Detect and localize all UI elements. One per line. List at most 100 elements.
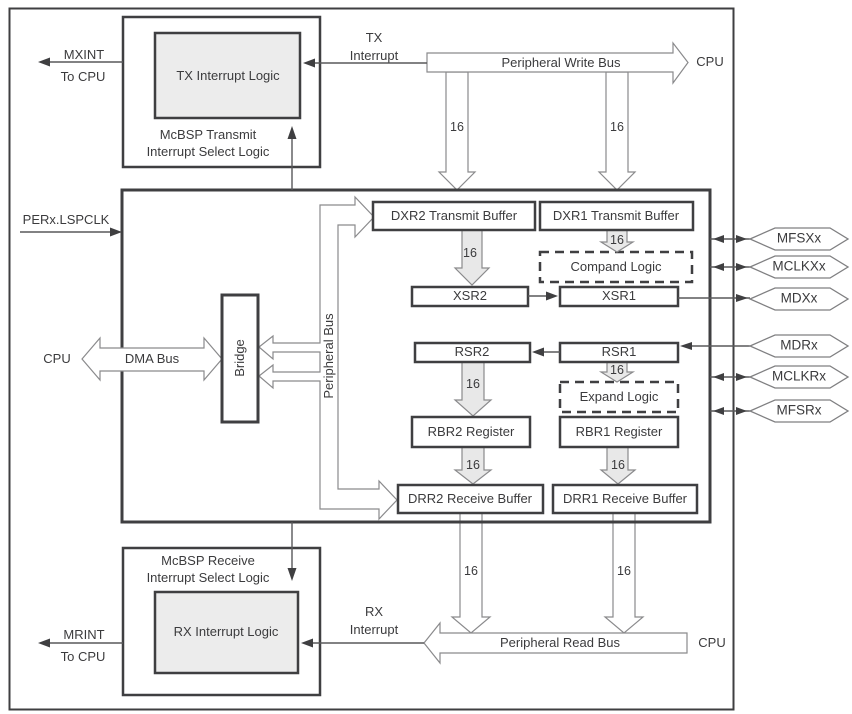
writebus-to-dxr2-arrow (437, 71, 477, 191)
rx-interrupt-arrowhead (301, 638, 313, 648)
cpu-label-bottom: CPU (698, 634, 726, 650)
rsr2-label: RSR2 (454, 343, 490, 359)
expand-logic-box (558, 380, 680, 414)
dxr1-to-compand-arrow (598, 229, 636, 253)
mfsr-pin-hexagon (748, 399, 850, 423)
peripheral-write-bus-shape (426, 41, 689, 85)
mclkx-pin-hexagon (748, 255, 850, 279)
bridge-box (220, 293, 260, 424)
perx-lspclk-arrowhead (110, 227, 122, 237)
mrint-dest-label: To CPU (60, 648, 106, 664)
drr1-to-readbus-arrow (603, 512, 645, 634)
rx-select-arrowhead (287, 568, 297, 581)
drr1-box (551, 483, 699, 515)
mfsx-pin-label: MFSXx (776, 230, 822, 246)
mxint-dest-label: To CPU (60, 68, 106, 84)
dxr2-label: DXR2 Transmit Buffer (390, 207, 518, 223)
mfsx-pin-hexagon (748, 227, 850, 251)
expand-logic-label: Expand Logic (579, 388, 659, 404)
mclkr-right-arrowhead (736, 373, 747, 381)
peripheral-read-bus-shape (423, 621, 688, 665)
tx-interrupt-logic-box (153, 31, 302, 120)
bus-width-label: 16 (617, 564, 631, 579)
mfsx-right-arrowhead (736, 235, 747, 243)
rsr1-to-rsr2-arrowhead (532, 347, 544, 357)
drr1-label: DRR1 Receive Buffer (562, 490, 688, 506)
mfsr-left-arrowhead (713, 407, 724, 415)
bridge-label: Bridge (231, 339, 247, 377)
rx-interrupt-label-line1: RX (364, 603, 384, 619)
xsr2-to-xsr1-arrowhead (546, 291, 558, 301)
rbr1-label: RBR1 Register (575, 423, 663, 439)
mfsr-pin-label: MFSRx (776, 402, 822, 418)
bus-width-label: 16 (464, 564, 478, 579)
writebus-to-dxr1-arrow (597, 71, 637, 191)
rsr1-to-expand-arrow (598, 361, 636, 383)
mdr-in-arrowhead (680, 342, 692, 350)
mfsr-right-arrowhead (736, 407, 747, 415)
rsr2-box (413, 341, 532, 364)
peripheral-write-bus-label: Peripheral Write Bus (501, 54, 621, 70)
drr2-label: DRR2 Receive Buffer (407, 490, 533, 506)
dxr2-to-xsr2-arrow (453, 229, 491, 286)
mdx-out-arrowhead (736, 294, 748, 302)
peripheral-bus-label: Peripheral Bus (320, 313, 336, 399)
mxint-label: MXINT (63, 46, 105, 62)
bus-width-label: 16 (463, 246, 477, 261)
xsr2-label: XSR2 (453, 287, 487, 303)
xsr1-box (558, 285, 680, 308)
mclkx-pin-label: MCLKXx (772, 258, 826, 274)
mxint-arrowhead (38, 57, 50, 67)
rx-interrupt-label-line2: Interrupt (349, 621, 399, 637)
mclkx-right-arrowhead (736, 263, 747, 271)
bus-width-label: 16 (466, 458, 480, 473)
dma-bus-label: DMA Bus (124, 350, 180, 366)
mclkr-left-arrowhead (713, 373, 724, 381)
mfsx-left-arrowhead (713, 235, 724, 243)
bus-width-label: 16 (450, 120, 464, 135)
mclkr-pin-label: MCLKRx (771, 368, 827, 384)
dxr1-box (538, 200, 695, 232)
bus-width-label: 16 (466, 377, 480, 392)
pin-hexagons (748, 227, 850, 423)
bus-width-label: 16 (610, 233, 624, 248)
drr2-to-readbus-arrow (450, 512, 492, 634)
cpu-label-top: CPU (696, 53, 724, 69)
rsr2-to-rbr2-arrow (453, 361, 493, 417)
drr2-box (396, 483, 545, 515)
peripheral-read-bus-label: Peripheral Read Bus (500, 634, 620, 650)
mdr-pin-label: MDRx (780, 337, 818, 353)
tx-select-caption-line1: McBSP Transmit (159, 126, 257, 142)
rbr2-box (410, 415, 532, 449)
rsr1-label: RSR1 (601, 343, 637, 359)
rx-interrupt-logic-box (153, 590, 300, 675)
mdx-pin-hexagon (748, 287, 850, 311)
rbr2-to-drr2-arrow (453, 446, 493, 485)
rx-select-caption-line1: McBSP Receive (161, 552, 255, 568)
dxr1-label: DXR1 Transmit Buffer (552, 207, 680, 223)
tx-select-arrowhead (287, 126, 297, 139)
mclkx-left-arrowhead (713, 263, 724, 271)
arrowheads (38, 57, 748, 648)
perx-lspclk-label: PERx.LSPCLK (22, 211, 110, 227)
tx-interrupt-logic-label: TX Interrupt Logic (176, 67, 280, 83)
bus-width-label: 16 (610, 120, 624, 135)
mrint-arrowhead (38, 638, 50, 648)
bus-width-label: 16 (611, 458, 625, 473)
dxr2-box (371, 200, 537, 232)
rbr1-to-drr1-arrow (599, 446, 637, 485)
mdr-pin-hexagon (748, 334, 850, 358)
cpu-label-left: CPU (43, 350, 71, 366)
tx-interrupt-label-line2: Interrupt (349, 47, 399, 63)
rx-select-caption-line2: Interrupt Select Logic (146, 569, 270, 585)
mrint-label: MRINT (63, 626, 105, 642)
peripheral-bus-channel (258, 195, 398, 521)
xsr1-label: XSR1 (602, 287, 636, 303)
mdx-pin-label: MDXx (780, 290, 818, 306)
rx-interrupt-logic-label: RX Interrupt Logic (173, 623, 279, 639)
tx-interrupt-label-line1: TX (365, 29, 383, 45)
mclkr-pin-hexagon (748, 365, 850, 389)
rbr1-box (558, 415, 680, 449)
